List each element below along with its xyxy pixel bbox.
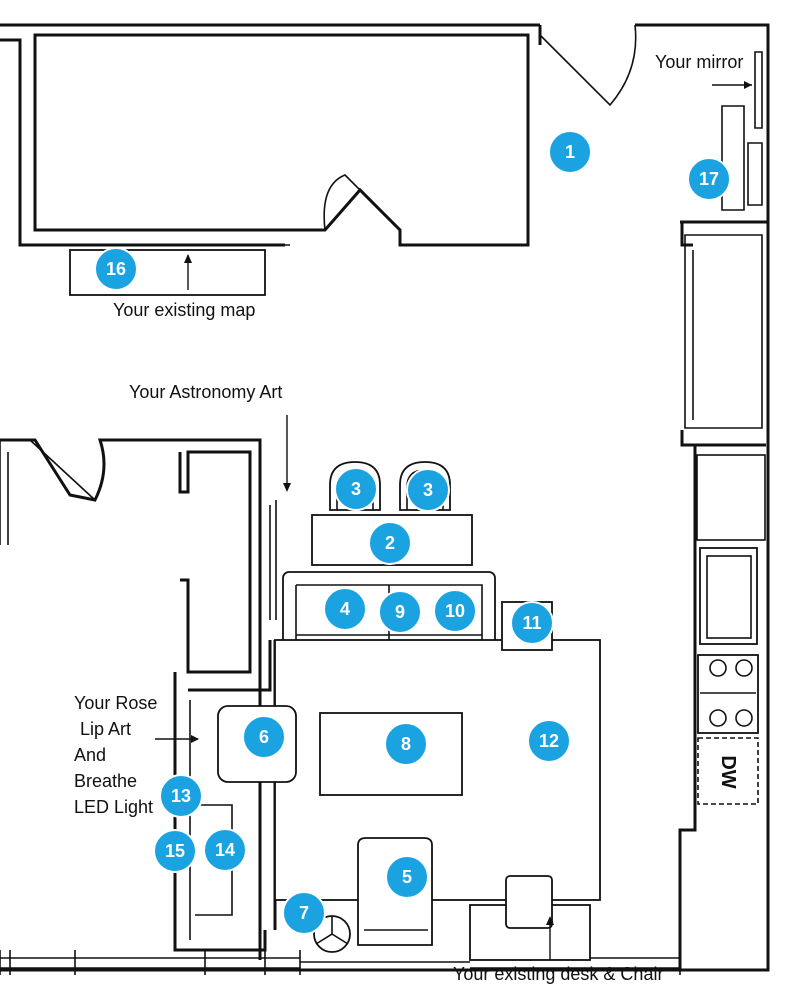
svg-text:12: 12 xyxy=(539,731,559,751)
marker-2: 2 xyxy=(368,521,412,565)
number-markers: 1 2 3 3 4 5 6 7 8 9 10 11 12 13 14 15 16… xyxy=(94,130,731,935)
svg-text:4: 4 xyxy=(340,599,350,619)
svg-text:2: 2 xyxy=(385,533,395,553)
marker-8: 8 xyxy=(384,722,428,766)
marker-15: 15 xyxy=(153,829,197,873)
astronomy-label: Your Astronomy Art xyxy=(129,382,282,402)
rose-label-line-2: Lip Art xyxy=(80,719,131,739)
svg-text:16: 16 xyxy=(106,259,126,279)
marker-3a: 3 xyxy=(334,467,378,511)
marker-14: 14 xyxy=(203,828,247,872)
marker-13: 13 xyxy=(159,774,203,818)
rose-label-line-1: Your Rose xyxy=(74,693,157,713)
rose-label-line-3: And xyxy=(74,745,106,765)
svg-text:9: 9 xyxy=(395,602,405,622)
map-label: Your existing map xyxy=(113,300,255,320)
svg-text:11: 11 xyxy=(522,613,541,633)
walls xyxy=(0,23,770,975)
marker-12: 12 xyxy=(527,719,571,763)
marker-5: 5 xyxy=(385,855,429,899)
dishwasher-label: DW xyxy=(717,755,739,788)
marker-11: 11 xyxy=(510,601,554,645)
svg-text:14: 14 xyxy=(215,840,235,860)
svg-text:13: 13 xyxy=(171,786,191,806)
mirror-label: Your mirror xyxy=(655,52,743,72)
svg-text:1: 1 xyxy=(565,142,575,162)
marker-10: 10 xyxy=(433,589,477,633)
rose-label-line-4: Breathe xyxy=(74,771,137,791)
svg-text:3: 3 xyxy=(423,480,433,500)
svg-text:15: 15 xyxy=(165,841,185,861)
marker-1: 1 xyxy=(548,130,592,174)
svg-text:17: 17 xyxy=(699,169,719,189)
marker-3b: 3 xyxy=(406,468,450,512)
annotation-arrows xyxy=(155,81,752,960)
svg-text:7: 7 xyxy=(299,903,309,923)
svg-text:3: 3 xyxy=(351,479,361,499)
marker-9: 9 xyxy=(378,590,422,634)
svg-text:8: 8 xyxy=(401,734,411,754)
annotation-labels: Your mirror Your existing map Your Astro… xyxy=(74,52,743,984)
marker-16: 16 xyxy=(94,247,138,291)
marker-17: 17 xyxy=(687,157,731,201)
marker-4: 4 xyxy=(323,587,367,631)
rose-label-line-5: LED Light xyxy=(74,797,153,817)
svg-text:10: 10 xyxy=(445,601,465,621)
marker-7: 7 xyxy=(282,891,326,935)
svg-text:5: 5 xyxy=(402,867,412,887)
marker-6: 6 xyxy=(242,715,286,759)
svg-text:6: 6 xyxy=(259,727,269,747)
desk-label: Your existing desk & Chair xyxy=(453,964,663,984)
